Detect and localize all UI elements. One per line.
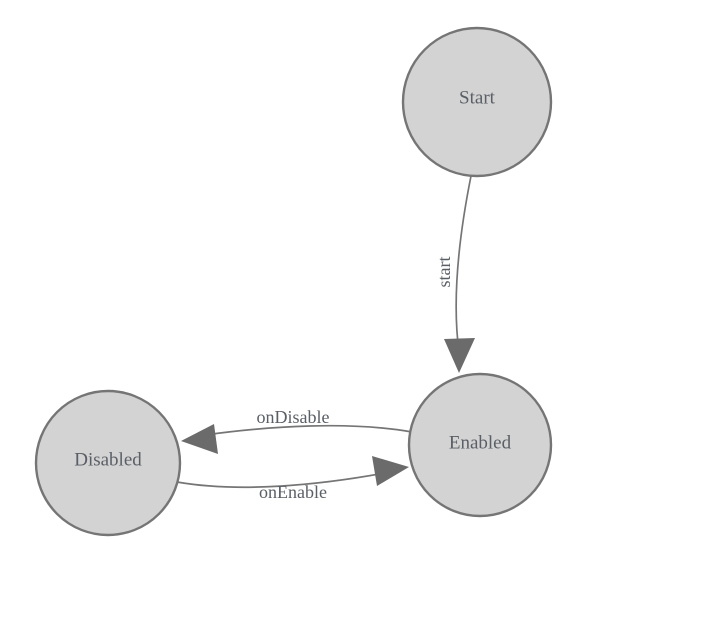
node-disabled[interactable]: Disabled <box>34 389 182 537</box>
edge-disabled-to-enabled-arrowhead <box>372 456 409 486</box>
node-enabled[interactable]: Enabled <box>407 372 553 518</box>
edge-start-to-enabled-line <box>455 175 472 353</box>
node-enabled-label: Enabled <box>449 432 512 453</box>
node-start-circle <box>401 26 553 178</box>
node-start[interactable]: Start <box>401 26 553 178</box>
edge-disabled-to-enabled-label: onEnable <box>259 482 327 502</box>
edge-disabled-to-enabled[interactable]: onEnable <box>176 456 409 502</box>
edge-enabled-to-disabled-line <box>204 424 413 436</box>
edge-enabled-to-disabled-arrowhead <box>181 424 218 454</box>
node-disabled-label: Disabled <box>74 449 142 470</box>
edge-disabled-to-enabled-line <box>176 472 386 489</box>
edge-enabled-to-disabled[interactable]: onDisable <box>181 407 413 454</box>
edge-enabled-to-disabled-label: onDisable <box>257 407 330 427</box>
edge-start-to-enabled[interactable]: start <box>434 175 475 373</box>
edge-start-to-enabled-label: start <box>434 257 454 288</box>
node-start-label: Start <box>459 87 496 108</box>
node-enabled-circle <box>407 372 553 518</box>
edge-start-to-enabled-arrowhead <box>444 338 475 373</box>
node-disabled-circle <box>34 389 182 537</box>
